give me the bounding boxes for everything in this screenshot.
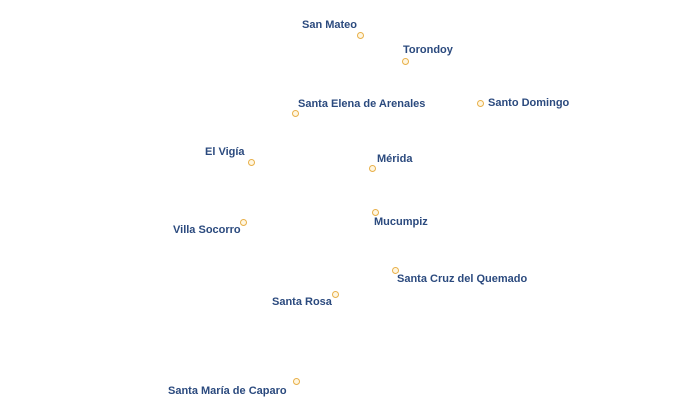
place-marker-icon[interactable] bbox=[391, 266, 399, 274]
place-marker-icon[interactable] bbox=[401, 57, 409, 65]
place-marker-icon[interactable] bbox=[476, 99, 484, 107]
place-label: Santa Cruz del Quemado bbox=[397, 273, 528, 285]
place-label: Santa María de Caparo bbox=[168, 385, 287, 397]
place-label: Mérida bbox=[377, 153, 413, 165]
place-label: Santa Elena de Arenales bbox=[298, 98, 426, 110]
place-marker-icon[interactable] bbox=[368, 164, 376, 172]
place-marker-icon[interactable] bbox=[247, 158, 255, 166]
place-label: Santa Rosa bbox=[272, 296, 332, 308]
place-label: Villa Socorro bbox=[173, 224, 241, 236]
place-label: Santo Domingo bbox=[488, 97, 570, 109]
place-label: Mucumpiz bbox=[374, 216, 428, 228]
place-label: Torondoy bbox=[403, 44, 453, 56]
place-label: San Mateo bbox=[302, 19, 358, 31]
place-marker-icon[interactable] bbox=[239, 218, 247, 226]
place-marker-icon[interactable] bbox=[356, 31, 364, 39]
place-marker-icon[interactable] bbox=[371, 208, 379, 216]
place-marker-icon[interactable] bbox=[331, 290, 339, 298]
place-marker-icon[interactable] bbox=[292, 377, 300, 385]
place-marker-icon[interactable] bbox=[291, 109, 299, 117]
place-label: El Vigía bbox=[205, 146, 245, 158]
